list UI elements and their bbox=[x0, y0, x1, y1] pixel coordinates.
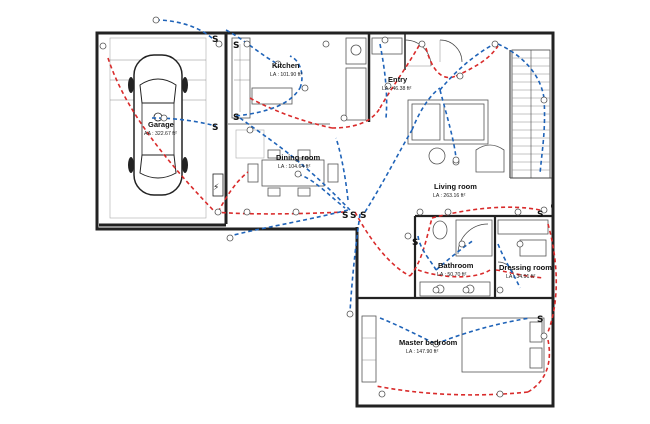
room-area-garage: AA : 322.67 ft² bbox=[144, 131, 177, 137]
switches: S S S S S S S S S S bbox=[212, 35, 543, 325]
room-area-entry: LA : 46.38 ft² bbox=[382, 86, 412, 92]
kitchen-fixtures bbox=[231, 37, 367, 121]
room-area-dining: LA : 104.64 ft² bbox=[278, 164, 311, 170]
room-name-master-bedroom: Master bedroom bbox=[399, 338, 458, 347]
room-name-dressing: Dressing room bbox=[499, 263, 552, 272]
switch-label: S bbox=[233, 41, 239, 51]
switch-label: S bbox=[342, 211, 348, 221]
room-area-master-bedroom: LA : 147.90 ft² bbox=[406, 349, 439, 355]
panel-icon: ⚡ bbox=[213, 183, 219, 193]
room-area-kitchen: LA : 101.90 ft² bbox=[270, 72, 303, 78]
room-name-dining: Dining room bbox=[276, 153, 320, 162]
bed bbox=[361, 315, 545, 383]
room-name-garage: Garage bbox=[148, 120, 174, 129]
dining-table bbox=[235, 129, 339, 197]
blue-circuits bbox=[151, 19, 546, 345]
switch-label: S bbox=[360, 211, 366, 221]
room-name-kitchen: Kitchen bbox=[272, 61, 300, 70]
room-labels: Kitchen LA : 101.90 ft² Entry LA : 46.38… bbox=[144, 61, 552, 355]
room-area-dressing: LA : 34.91 ft² bbox=[506, 274, 536, 280]
dressing-fixtures bbox=[497, 219, 549, 279]
room-area-living: LA : 263.16 ft² bbox=[433, 193, 466, 199]
room-name-bathroom: Bathroom bbox=[438, 261, 474, 270]
room-name-living: Living room bbox=[434, 182, 477, 191]
switch-label: S bbox=[537, 210, 543, 220]
switch-label: S bbox=[537, 315, 543, 325]
switch-label: S bbox=[212, 35, 218, 45]
car-icon bbox=[128, 54, 188, 196]
room-area-bathroom: LA : 50.70 ft² bbox=[437, 272, 467, 278]
red-circuits bbox=[107, 43, 558, 396]
switch-label: S bbox=[233, 113, 239, 123]
room-name-entry: Entry bbox=[388, 75, 408, 84]
living-furniture bbox=[407, 99, 505, 173]
switch-label: S bbox=[412, 238, 418, 248]
switch-label: S bbox=[350, 211, 356, 221]
switch-label: S bbox=[212, 123, 218, 133]
electrical-panel: ⚡ bbox=[212, 173, 224, 197]
fixture-markers bbox=[99, 16, 548, 398]
